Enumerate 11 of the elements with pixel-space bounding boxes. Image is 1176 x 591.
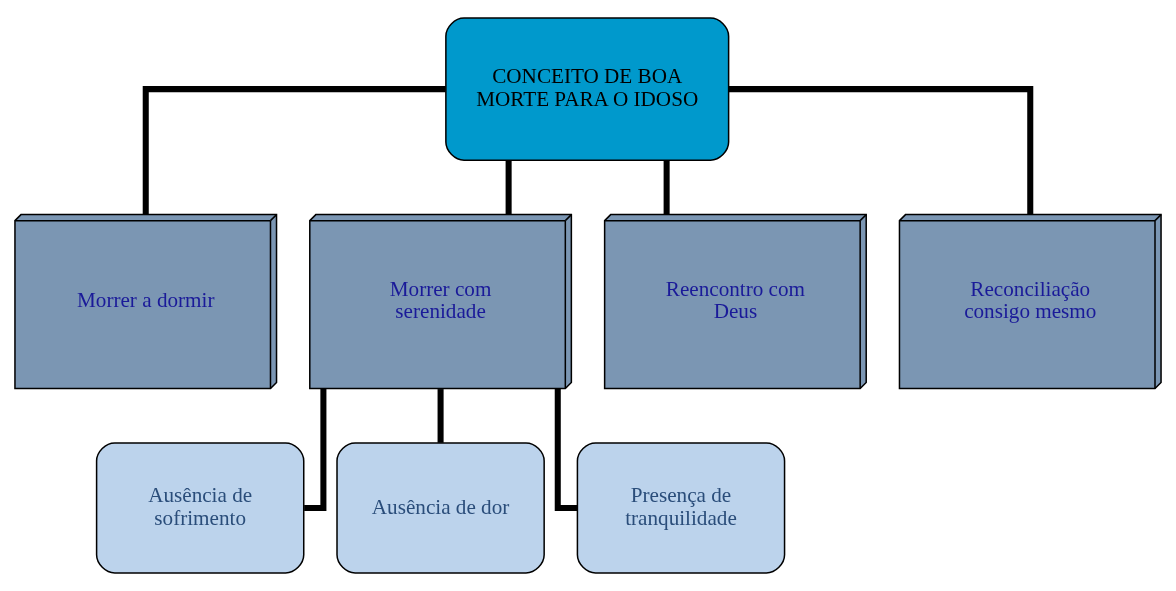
connector <box>554 389 577 511</box>
connector <box>142 86 446 215</box>
node-box: CONCEITO DE BOA MORTE PARA O IDOSO <box>445 17 730 161</box>
connector <box>505 160 512 215</box>
connector <box>663 160 670 215</box>
connector <box>304 389 327 511</box>
node-box: Presença de tranquilidade <box>576 442 786 574</box>
node-box: Ausência de dor <box>336 442 545 574</box>
connector <box>437 389 444 443</box>
connector <box>728 86 1034 215</box>
node-box: Ausência de sofrimento <box>95 442 305 574</box>
